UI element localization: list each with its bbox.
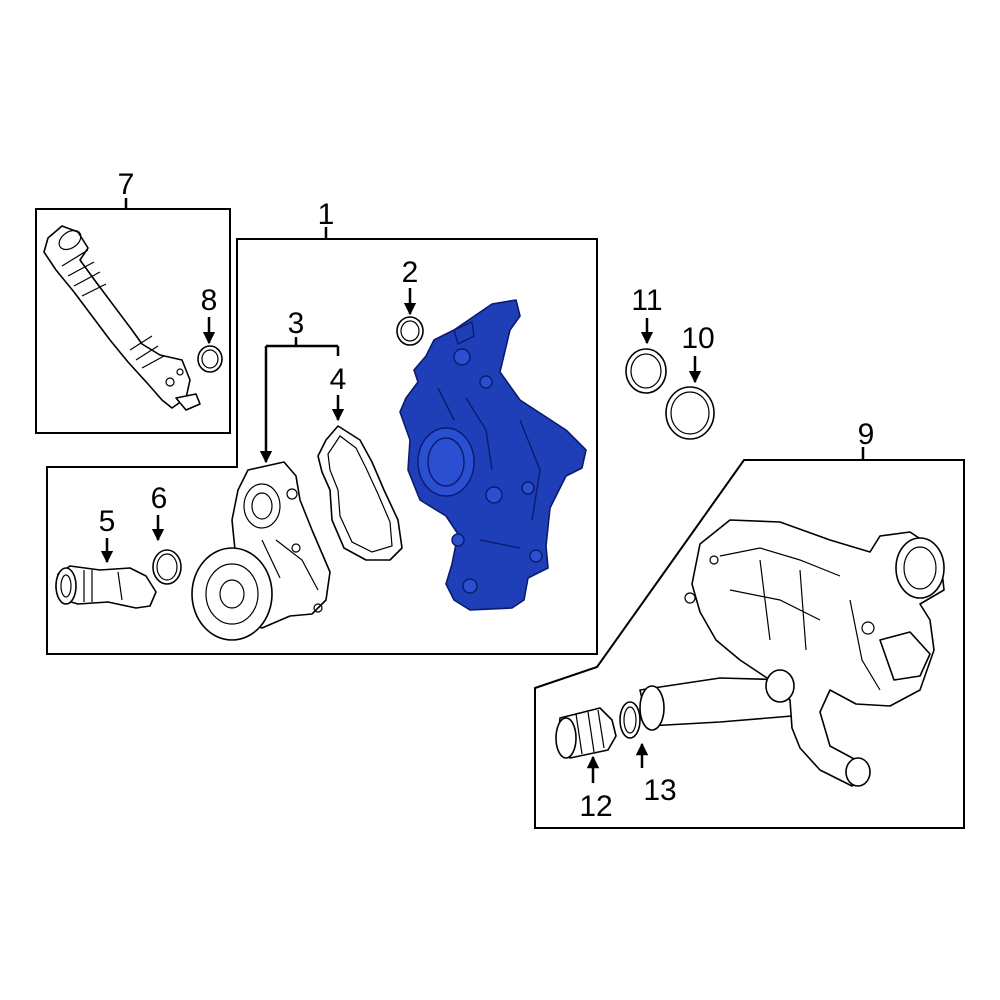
part-7-coolant-hose[interactable] [43,225,201,411]
part-1-housing-highlighted[interactable] [399,299,587,611]
part-9-thermostat-assembly[interactable] [639,519,945,787]
callout-11[interactable]: 11 [631,284,662,317]
part-2-o-ring[interactable] [396,316,424,346]
callout-6[interactable]: 6 [151,482,168,515]
group-box-1 [46,238,598,655]
callout-12[interactable]: 12 [579,790,612,823]
part-5-pipe-fitting[interactable] [55,565,157,609]
part-10-seal-ring[interactable] [665,386,715,440]
leader-3 [266,337,340,356]
group-box-9 [534,459,965,829]
callout-7[interactable]: 7 [118,168,135,201]
callout-10[interactable]: 10 [681,322,714,355]
callout-1[interactable]: 1 [318,198,335,231]
callout-2[interactable]: 2 [402,256,419,289]
callout-13[interactable]: 13 [643,774,676,807]
part-11-seal-ring[interactable] [625,348,667,394]
callout-4[interactable]: 4 [330,363,347,396]
part-12-pipe-connector[interactable] [555,707,617,759]
group-box-7 [35,208,231,434]
callout-9[interactable]: 9 [858,418,875,451]
part-6-o-ring[interactable] [152,549,182,585]
callout-3[interactable]: 3 [288,307,305,340]
part-8-o-ring[interactable] [197,345,223,373]
part-3-water-pump[interactable] [191,461,331,641]
callout-5[interactable]: 5 [99,505,116,538]
part-4-gasket[interactable] [317,425,403,561]
callout-8[interactable]: 8 [201,284,218,317]
part-13-seal-ring[interactable] [619,701,641,739]
